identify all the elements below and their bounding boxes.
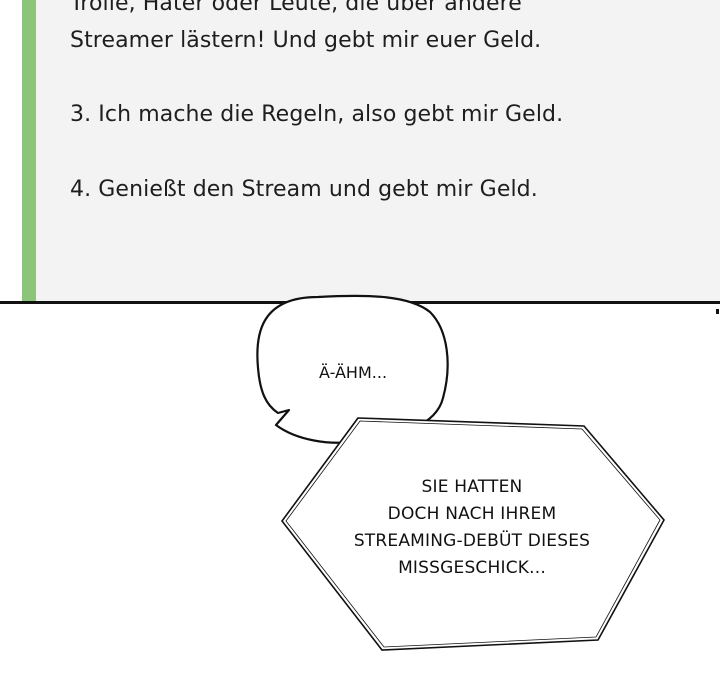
speech-bubble-text: Ä-ähm... <box>318 363 388 382</box>
rule-line: Streamer lästern! Und gebt mir euer Geld… <box>70 28 542 53</box>
rule-line: 4. Genießt den Stream und gebt mir Geld. <box>70 177 538 202</box>
narration-line: doch nach ihrem <box>387 504 557 524</box>
panel-edge-mark <box>716 309 719 314</box>
rule-line: Trolle, Hater oder Leute, die über ander… <box>70 0 522 16</box>
accent-bar <box>22 0 36 302</box>
rules-card: Trolle, Hater oder Leute, die über ander… <box>22 0 720 302</box>
narration-box-inner-line <box>285 420 661 648</box>
narration-line: Sie hatten <box>421 477 523 497</box>
narration-box-shape <box>280 417 665 651</box>
narration-text: Sie hatten doch nach ihrem Streaming-Deb… <box>322 474 622 582</box>
narration-line: Missgeschick... <box>398 558 546 578</box>
top-panel: Trolle, Hater oder Leute, die über ander… <box>0 0 720 303</box>
rule-line: 3. Ich mache die Regeln, also gebt mir G… <box>70 102 564 127</box>
narration-line: Streaming-Debüt dieses <box>353 531 591 551</box>
